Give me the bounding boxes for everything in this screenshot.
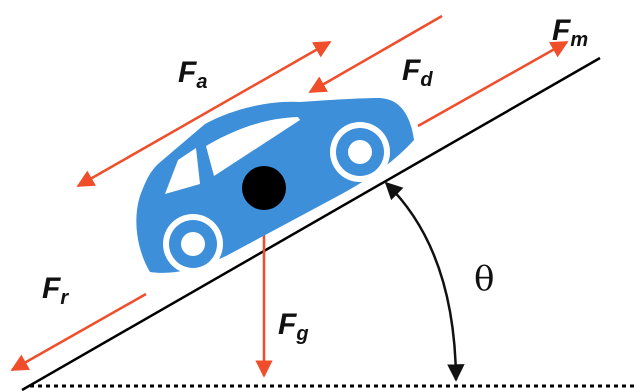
angle-label: θ [474, 259, 494, 299]
rear-wheel [163, 214, 223, 274]
gravity-force-label: Fg [278, 308, 309, 345]
center-of-mass [242, 166, 286, 210]
incline-slope [21, 56, 601, 392]
aero-force-arrow [76, 40, 332, 188]
car-front-window [206, 117, 300, 176]
angle-arc [384, 181, 465, 382]
drive-force-arrow [308, 14, 443, 94]
aero-force-label: Fa [178, 56, 207, 93]
car-rear-window [165, 148, 200, 194]
car [136, 98, 414, 274]
rolling-force-arrow [10, 292, 147, 372]
drive-force-label: Fd [402, 54, 433, 91]
motor-force-arrow [417, 40, 569, 128]
front-wheel [330, 122, 390, 182]
motor-force-label: Fm [552, 14, 588, 51]
rolling-force-label: Fr [42, 272, 69, 309]
